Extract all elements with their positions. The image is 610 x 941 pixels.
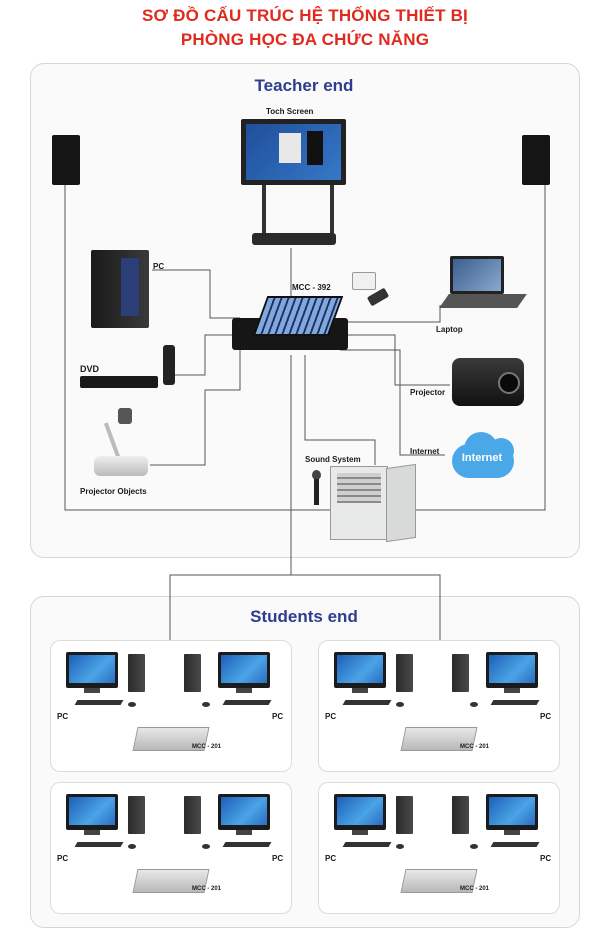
projector-label: Projector: [410, 388, 446, 397]
student-pc-left: [326, 790, 436, 852]
touch-screen-stand: [262, 185, 334, 233]
right-speaker: [522, 135, 550, 185]
mcc-201-label: MCC - 201: [192, 886, 222, 892]
internet-cloud-text: Internet: [461, 452, 503, 464]
document-camera: [92, 408, 150, 480]
student-pc-left: [58, 648, 168, 710]
student-pc-label: PC: [540, 712, 552, 721]
internet-cloud-icon: Internet: [444, 430, 520, 480]
diagram-title-line2: PHÒNG HỌC ĐA CHỨC NĂNG: [180, 30, 430, 49]
student-pc-label: PC: [57, 712, 69, 721]
student-pc-right: [178, 648, 288, 710]
students-end-title: Students end: [250, 607, 358, 626]
pc-label: PC: [153, 262, 165, 271]
dvd-player: [80, 376, 158, 388]
wireless-mic-receiver: [352, 272, 376, 290]
microphone-icon: [312, 470, 321, 506]
laptop: [439, 256, 527, 316]
student-pc-label: PC: [325, 854, 337, 863]
student-pc-label: PC: [272, 712, 284, 721]
student-pc-label: PC: [540, 854, 552, 863]
mcc-201-label: MCC - 201: [460, 886, 490, 892]
touch-screen: [241, 119, 346, 185]
pc-tower: [91, 250, 149, 328]
touch-screen-base: [252, 233, 336, 245]
student-pc-left: [326, 648, 436, 710]
mcc-392-label: MCC - 392: [292, 283, 331, 292]
mcc-201-label: MCC - 201: [192, 744, 222, 750]
sound-system-label: Sound System: [305, 455, 361, 464]
mcc-392-console: [232, 296, 350, 352]
student-pc-label: PC: [272, 854, 284, 863]
student-pc-label: PC: [325, 712, 337, 721]
dvd-remote: [163, 345, 175, 385]
laptop-label: Laptop: [436, 325, 463, 334]
projector-objects-label: Projector Objects: [80, 487, 147, 496]
sound-system-cabinet: [330, 463, 416, 543]
teacher-end-title: Teacher end: [254, 76, 354, 95]
dvd-label: DVD: [80, 364, 100, 374]
student-pc-left: [58, 790, 168, 852]
left-speaker: [52, 135, 80, 185]
student-pc-label: PC: [57, 854, 69, 863]
student-pc-right: [178, 790, 288, 852]
internet-label: Internet: [410, 447, 440, 456]
diagram-title-line1: SƠ ĐỒ CẤU TRÚC HỆ THỐNG THIẾT BỊ: [142, 6, 468, 25]
touch-screen-label: Toch Screen: [266, 107, 314, 116]
mcc-201-label: MCC - 201: [460, 744, 490, 750]
student-pc-right: [446, 790, 556, 852]
student-pc-right: [446, 648, 556, 710]
projector: [452, 358, 524, 406]
